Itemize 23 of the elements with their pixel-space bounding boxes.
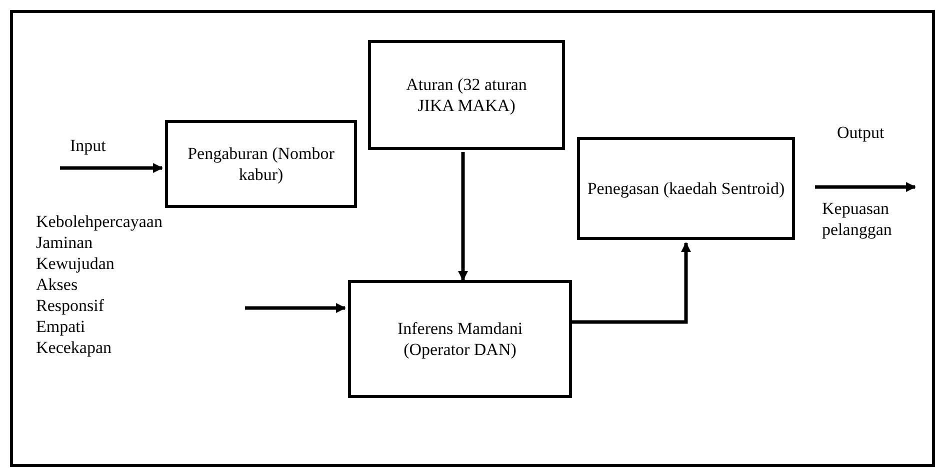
input-variable-label: Jaminan <box>36 232 93 253</box>
box-text: Pengaburan (Nombor kabur) <box>186 142 336 186</box>
process-box <box>348 280 572 398</box>
box-text: Inferens Mamdani (Operator DAN) <box>396 318 524 360</box>
arrow <box>815 182 916 192</box>
edge-label: Input <box>70 135 106 156</box>
arrow <box>60 163 163 173</box>
arrow <box>572 242 691 324</box>
process-box <box>368 40 565 150</box>
output-label: Kepuasan pelanggan <box>822 198 893 240</box>
arrow <box>245 303 346 313</box>
box-text: Penegasan (kaedah Sentroid) <box>587 178 785 200</box>
input-variable-label: Kecekapan <box>36 337 112 358</box>
process-box <box>165 120 357 208</box>
arrow <box>458 152 468 281</box>
input-variable-label: Empati <box>36 316 86 337</box>
edge-label: Output <box>837 122 884 143</box>
input-variable-label: Responsif <box>36 295 104 316</box>
process-box <box>577 137 795 240</box>
input-variable-label: Kewujudan <box>36 253 114 274</box>
input-variable-label: Kebolehpercayaan <box>36 211 162 232</box>
box-text: Aturan (32 aturan JIKA MAKA) <box>405 74 528 116</box>
input-variable-label: Akses <box>36 274 78 295</box>
